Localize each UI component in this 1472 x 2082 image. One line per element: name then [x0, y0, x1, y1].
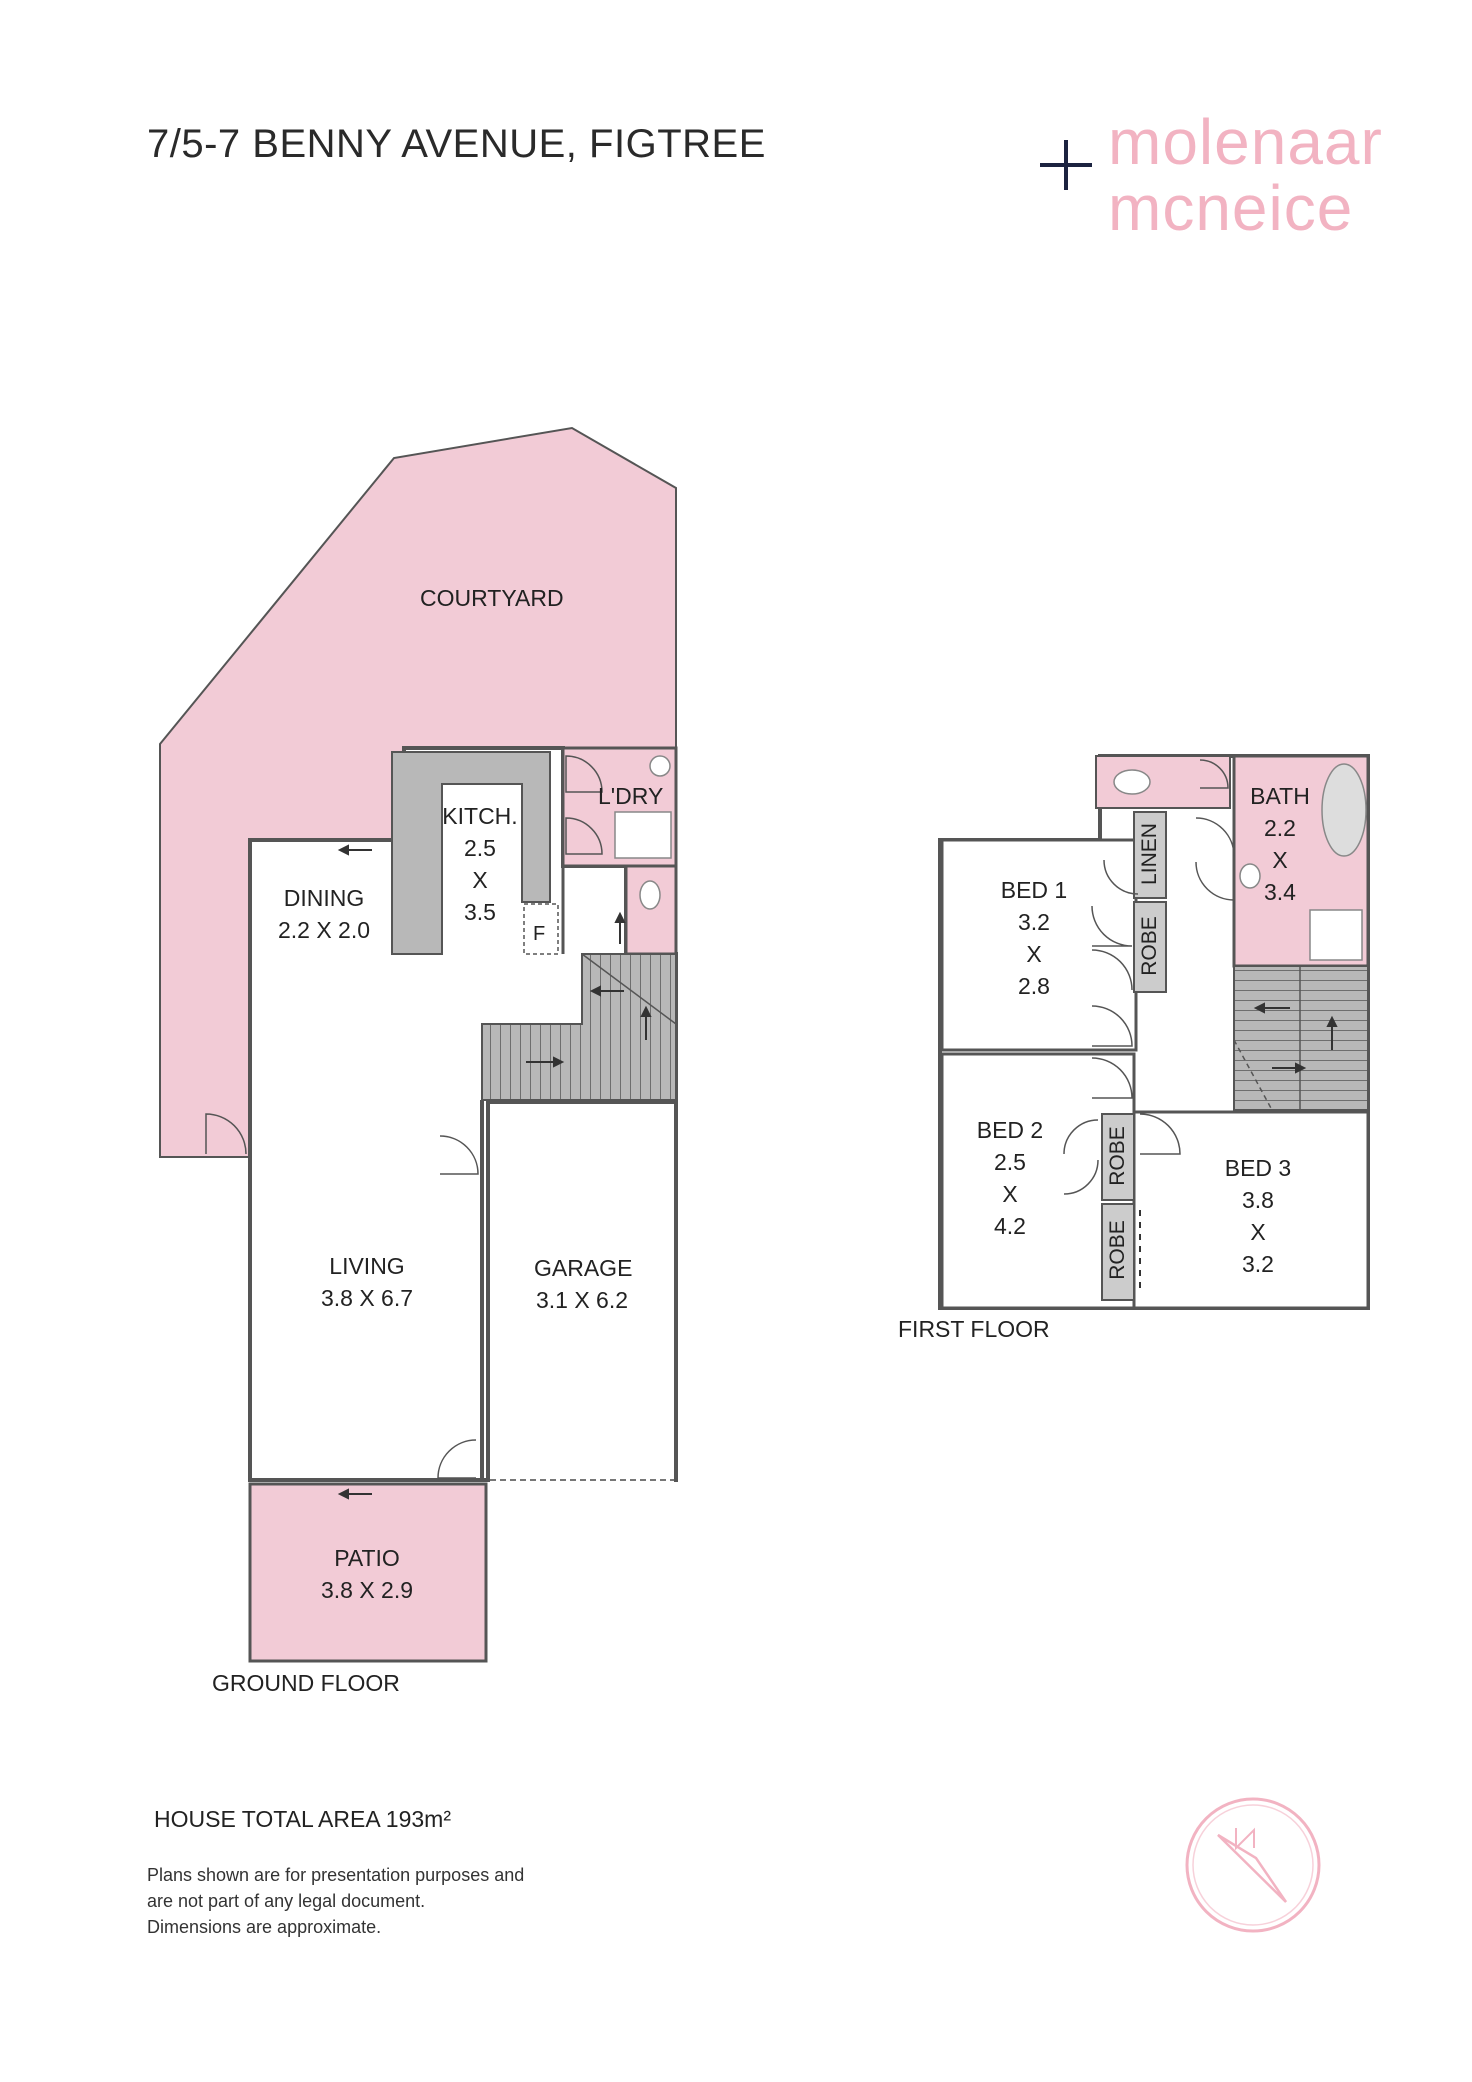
kitchen-width: 2.5 — [464, 835, 496, 861]
courtyard-label: COURTYARD — [420, 585, 564, 611]
bed3-depth: 3.2 — [1242, 1251, 1274, 1277]
patio-name: PATIO — [334, 1545, 400, 1571]
bed1-walls — [940, 838, 1138, 1052]
patio-area — [248, 1482, 488, 1663]
bed3-label: BED 3 3.8 X 3.2 — [1220, 1152, 1296, 1280]
bed3-x: X — [1250, 1219, 1266, 1245]
bed2-depth: 4.2 — [994, 1213, 1026, 1239]
living-name: LIVING — [329, 1253, 405, 1279]
kitchen-name: KITCH. — [442, 803, 518, 829]
kitchen-depth: 3.5 — [464, 899, 496, 925]
bed2-width: 2.5 — [994, 1149, 1026, 1175]
bed1-width: 3.2 — [1018, 909, 1050, 935]
first-stairs — [1233, 965, 1369, 1111]
bath-width: 2.2 — [1264, 815, 1296, 841]
bed3-walls — [1132, 1110, 1370, 1310]
bed3-width: 3.8 — [1242, 1187, 1274, 1213]
dining-dims: 2.2 X 2.0 — [277, 917, 371, 943]
garage-name: GARAGE — [534, 1255, 633, 1281]
ground-floor-label: GROUND FLOOR — [212, 1670, 400, 1696]
dining-name: DINING — [283, 885, 365, 911]
disclaimer-line-1: Plans shown are for presentation purpose… — [147, 1865, 525, 1885]
bed1-x: X — [1026, 941, 1042, 967]
bath-name: BATH — [1250, 783, 1310, 809]
bath-label: BATH 2.2 X 3.4 — [1248, 780, 1312, 908]
linen-cupboard — [1133, 811, 1167, 899]
living-label: LIVING 3.8 X 6.7 — [318, 1250, 416, 1314]
bed3-name: BED 3 — [1224, 1155, 1292, 1181]
logo-word-1: molenaar — [1108, 106, 1383, 178]
disclaimer: Plans shown are for presentation purpose… — [147, 1862, 607, 1940]
patio-label: PATIO 3.8 X 2.9 — [318, 1542, 416, 1606]
fridge-label: F — [533, 923, 546, 945]
dining-label: DINING 2.2 X 2.0 — [272, 882, 376, 946]
north-arrow-icon — [1185, 1797, 1321, 1933]
laundry-label: L'DRY — [598, 783, 664, 809]
robe2-cupboard — [1101, 1113, 1135, 1201]
total-area: HOUSE TOTAL AREA 193m² — [154, 1806, 451, 1832]
robe2-label: ROBE — [1106, 1126, 1129, 1186]
disclaimer-line-3: Dimensions are approximate. — [147, 1917, 382, 1937]
logo-plus-icon — [1040, 140, 1092, 190]
bed1-depth: 2.8 — [1018, 973, 1050, 999]
fridge-space — [523, 903, 559, 955]
kitchen-bench — [391, 751, 551, 955]
bed1-name: BED 1 — [1000, 877, 1068, 903]
bed2-label: BED 2 2.5 X 4.2 — [972, 1114, 1048, 1242]
robe3-cupboard — [1101, 1203, 1135, 1301]
bath-x: X — [1272, 847, 1288, 873]
bed2-x: X — [1002, 1181, 1018, 1207]
kitchen-x: X — [472, 867, 488, 893]
bed1-label: BED 1 3.2 X 2.8 — [996, 874, 1072, 1002]
garage-label: GARAGE 3.1 X 6.2 — [534, 1252, 633, 1316]
property-address: 7/5-7 BENNY AVENUE, FIGTREE — [147, 122, 766, 166]
garage-dims: 3.1 X 6.2 — [535, 1287, 629, 1313]
bed2-name: BED 2 — [976, 1117, 1044, 1143]
robe1-label: ROBE — [1138, 916, 1161, 976]
first-floor-label: FIRST FLOOR — [898, 1316, 1050, 1342]
living-dims: 3.8 X 6.7 — [320, 1285, 414, 1311]
kitchen-label: KITCH. 2.5 X 3.5 — [440, 800, 520, 928]
disclaimer-line-2: are not part of any legal document. — [147, 1891, 426, 1911]
logo-word-2: mcneice — [1108, 172, 1354, 244]
linen-label: LINEN — [1138, 823, 1161, 885]
robe1-cupboard — [1133, 901, 1167, 993]
robe3-label: ROBE — [1106, 1220, 1129, 1280]
garage-walls — [486, 1100, 678, 1482]
patio-dims: 3.8 X 2.9 — [320, 1577, 414, 1603]
bath-depth: 3.4 — [1264, 879, 1296, 905]
